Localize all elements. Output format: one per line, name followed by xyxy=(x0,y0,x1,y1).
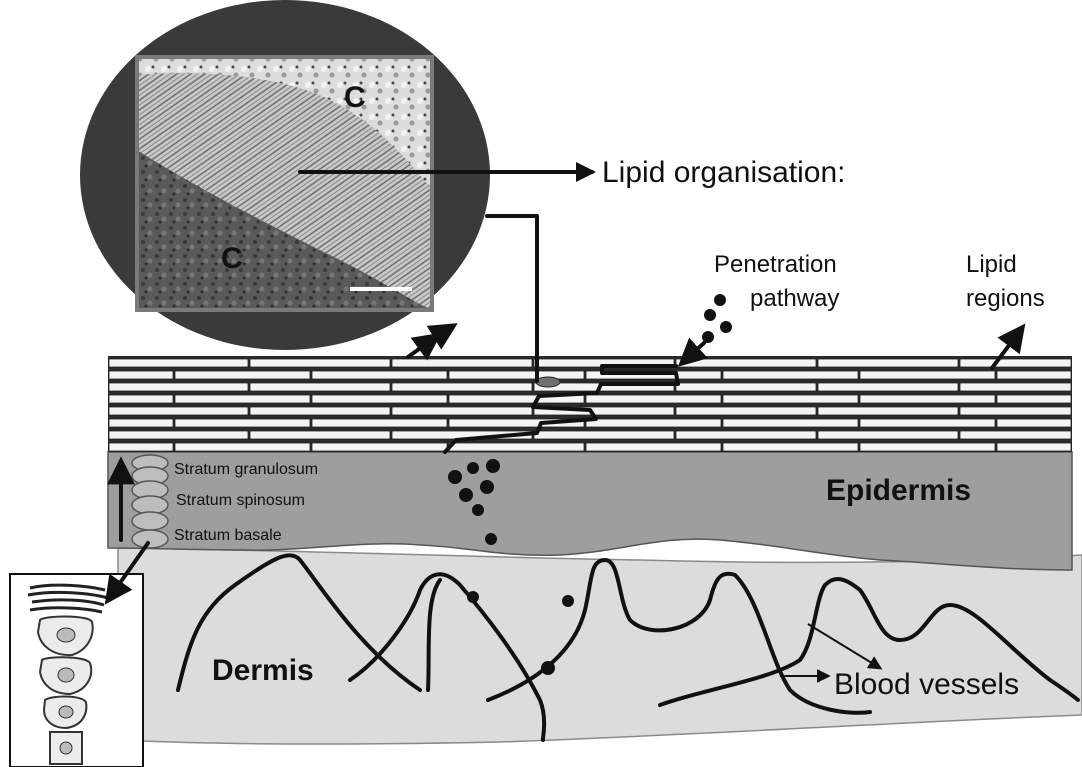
electron-micrograph xyxy=(137,57,432,310)
corneocyte-brick xyxy=(312,419,447,427)
corneocyte-brick xyxy=(860,395,995,403)
corneocyte-brick xyxy=(449,443,584,451)
corneocyte-brick xyxy=(175,371,310,379)
corneocyte-brick xyxy=(723,395,858,403)
corneocyte-brick xyxy=(586,443,721,451)
corneocyte-brick xyxy=(818,359,958,367)
corneocyte-brick xyxy=(586,395,721,403)
corneocyte-label-bottom: C xyxy=(221,242,243,275)
corneocyte-brick xyxy=(586,419,721,427)
dermis-label: Dermis xyxy=(212,654,314,687)
stratum-spinosum-label: Stratum spinosum xyxy=(176,492,305,509)
corneocyte-brick xyxy=(997,443,1071,451)
lipid-regions-label-1: Lipid xyxy=(966,251,1017,278)
corneocyte-brick xyxy=(392,359,532,367)
corneocyte-brick xyxy=(676,383,816,391)
corneocyte-brick xyxy=(392,383,532,391)
corneocyte-brick xyxy=(676,359,816,367)
corneocyte-brick xyxy=(676,407,816,415)
corneocyte-label-top: C xyxy=(344,81,366,114)
corneocyte-brick xyxy=(250,359,390,367)
corneocyte-brick xyxy=(250,407,390,415)
corneocyte-brick xyxy=(250,431,390,439)
corneocyte-brick xyxy=(109,383,248,391)
epidermis-label: Epidermis xyxy=(826,474,971,507)
corneocyte-brick xyxy=(723,419,858,427)
corneocyte-brick xyxy=(175,395,310,403)
stratum-basale-label: Stratum basale xyxy=(174,527,282,544)
corneocyte-brick xyxy=(175,443,310,451)
corneocyte-brick xyxy=(109,371,173,379)
corneocyte-brick xyxy=(818,383,958,391)
corneocyte-brick xyxy=(312,371,447,379)
penetration-pathway-label-1: Penetration xyxy=(714,251,837,278)
penetration-pathway-label-2: pathway xyxy=(750,285,839,312)
corneocyte-brick xyxy=(960,383,1071,391)
corneocyte-brick xyxy=(109,395,173,403)
corneocyte-brick xyxy=(997,395,1071,403)
stratum-granulosum-label: Stratum granulosum xyxy=(174,461,318,478)
corneocyte-brick xyxy=(860,371,995,379)
dermis-layer xyxy=(118,548,1082,744)
corneocyte-brick xyxy=(109,407,248,415)
corneocyte-brick xyxy=(960,407,1071,415)
corneocyte-brick xyxy=(818,407,958,415)
corneocyte-brick xyxy=(860,419,995,427)
stratum-corneum xyxy=(108,356,1072,452)
pathway-entry-marker xyxy=(536,377,560,387)
corneocyte-brick xyxy=(109,443,173,451)
corneocyte-brick xyxy=(676,431,816,439)
corneocyte-brick xyxy=(960,359,1071,367)
corneocyte-brick xyxy=(109,419,173,427)
corneocyte-brick xyxy=(392,407,532,415)
corneocyte-brick xyxy=(109,359,248,367)
corneocyte-brick xyxy=(109,431,248,439)
corneocyte-brick xyxy=(960,431,1071,439)
corneocyte-brick xyxy=(449,371,584,379)
corneocyte-brick xyxy=(312,395,447,403)
corneocyte-brick xyxy=(860,443,995,451)
stratum-cell-stack xyxy=(132,455,168,548)
lipid-regions-label-2: regions xyxy=(966,285,1045,312)
corneocyte-brick xyxy=(818,431,958,439)
corneocyte-brick xyxy=(312,443,447,451)
corneocyte-brick xyxy=(997,371,1071,379)
lipid-organisation-label: Lipid organisation: xyxy=(602,156,846,189)
magnify-arrow-right xyxy=(427,326,453,342)
corneocyte-brick xyxy=(250,383,390,391)
cell-differentiation-inset xyxy=(10,574,143,767)
corneocyte-brick xyxy=(997,419,1071,427)
corneocyte-brick xyxy=(723,443,858,451)
corneocyte-brick xyxy=(534,431,674,439)
corneocyte-brick xyxy=(723,371,858,379)
corneocyte-brick xyxy=(175,419,310,427)
blood-vessels-label: Blood vessels xyxy=(834,668,1019,701)
